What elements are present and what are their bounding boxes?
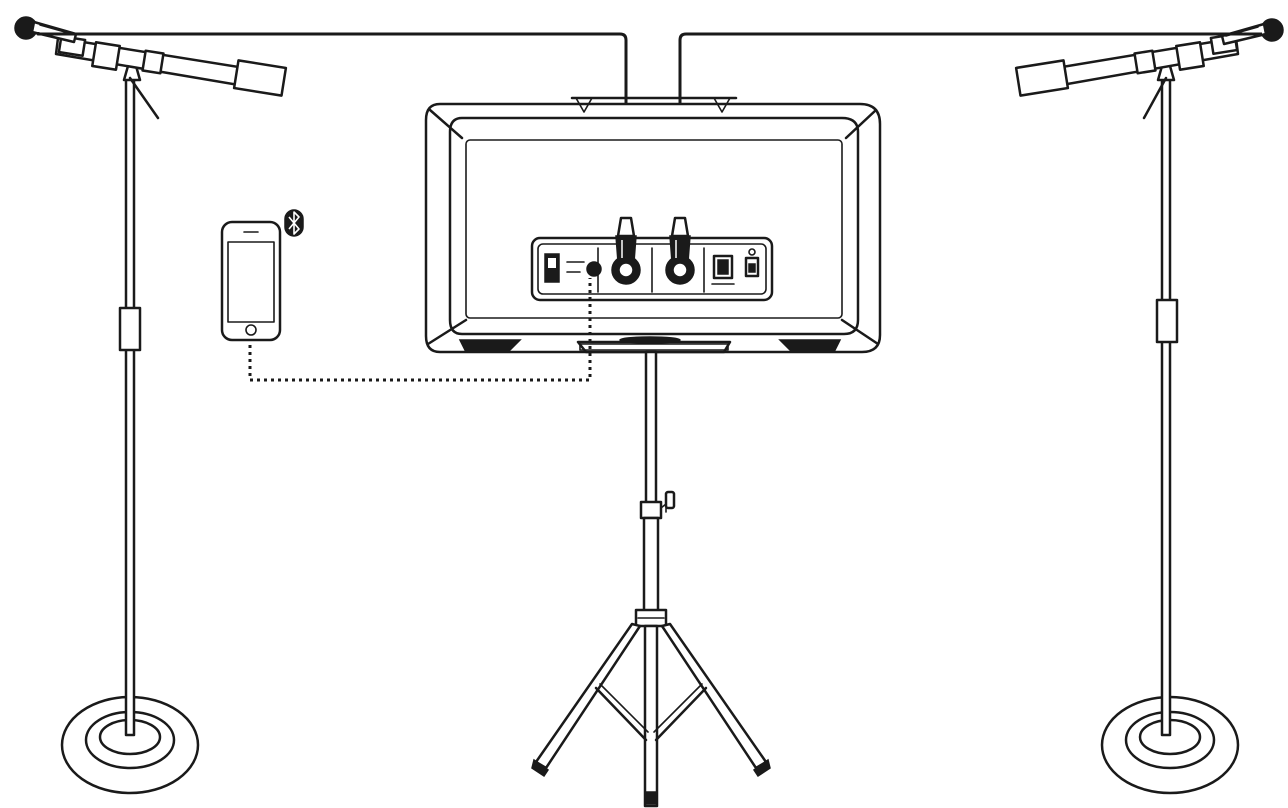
speaker-back-panel [424,96,882,354]
aux-cable [248,278,592,382]
io-panel [530,236,774,302]
microphone-left [14,16,78,44]
mic-cable-right [678,32,1262,218]
mic-plug-right [669,216,691,263]
microphone-stand-right [1014,18,1284,795]
mic-cable-left [36,32,628,218]
mic-input-2 [665,255,695,285]
microphone-stand-left [14,16,288,795]
microphone-right [1220,18,1284,46]
speaker-tripod-stand [531,350,771,808]
smartphone [220,220,282,342]
mic-plug-left [615,216,637,263]
aux-input [586,261,602,277]
bluetooth-icon [284,209,304,237]
